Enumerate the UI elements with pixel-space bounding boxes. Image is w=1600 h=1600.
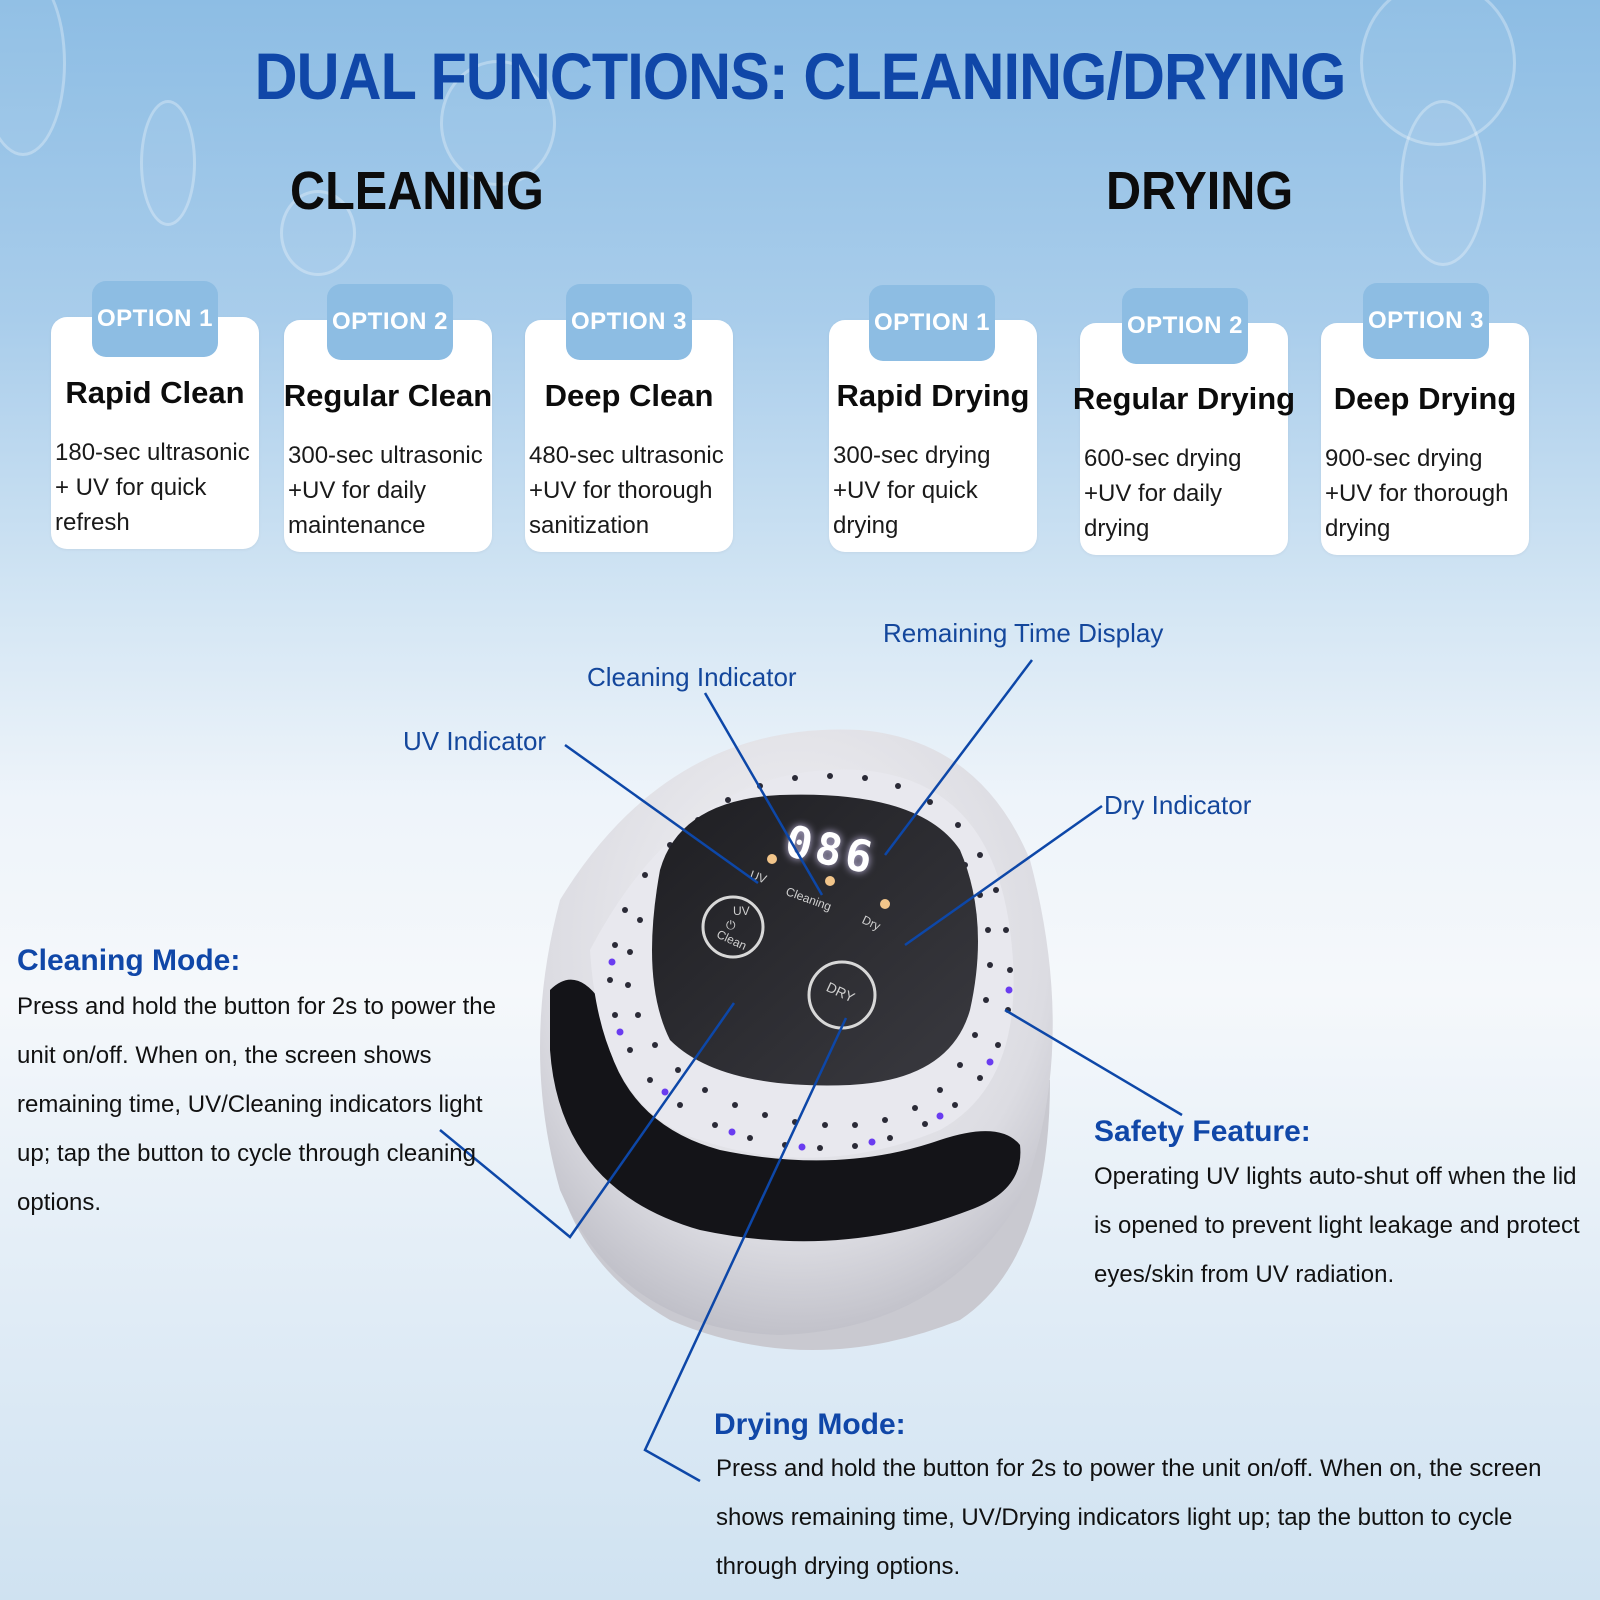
drying-option-card: OPTION 3 Deep Drying 900-sec drying +UV … (1321, 283, 1529, 555)
power-icon: ⏻ (726, 918, 736, 932)
cleaning-mode-title: Cleaning Mode: (17, 944, 241, 977)
option-badge: OPTION 1 (92, 281, 218, 357)
option-description: 480-sec ultrasonic +UV for thorough sani… (529, 442, 724, 539)
option-badge: OPTION 2 (1122, 288, 1248, 364)
background-bubble (280, 190, 356, 276)
uv-clean-button-label-top[interactable]: UV (733, 904, 750, 918)
cleaning-indicator-callout: Cleaning Indicator (587, 662, 797, 692)
option-badge: OPTION 3 (1363, 283, 1489, 359)
option-title: Rapid Clean (65, 375, 245, 410)
background-bubble (140, 100, 196, 226)
page-title: DUAL FUNCTIONS: CLEANING/DRYING (254, 39, 1347, 113)
safety-feature-title: Safety Feature: (1094, 1115, 1311, 1148)
cleaning-option-card: OPTION 1 Rapid Clean 180-sec ultrasonic … (51, 281, 259, 549)
dry-led-icon (880, 899, 890, 909)
option-title: Deep Clean (544, 378, 714, 413)
option-description: 900-sec drying +UV for thorough drying (1325, 445, 1509, 542)
remaining-time-callout: Remaining Time Display (883, 618, 1164, 648)
background-bubble (1400, 100, 1486, 266)
option-description: 300-sec drying +UV for quick drying (833, 442, 991, 539)
cleaning-mode-text: Press and hold the button for 2s to powe… (17, 993, 496, 1216)
cleaning-option-card: OPTION 3 Deep Clean 480-sec ultrasonic +… (525, 284, 733, 552)
option-title: Regular Clean (283, 378, 493, 413)
uv-led-icon (767, 854, 777, 864)
option-description: 180-sec ultrasonic + UV for quick refres… (55, 439, 250, 536)
drying-mode-title: Drying Mode: (714, 1408, 906, 1441)
option-title: Rapid Drying (836, 378, 1030, 413)
cleaning-option-card: OPTION 2 Regular Clean 300-sec ultrasoni… (284, 284, 492, 552)
safety-feature-text: Operating UV lights auto-shut off when t… (1094, 1163, 1580, 1288)
drying-mode-text: Press and hold the button for 2s to powe… (716, 1455, 1542, 1580)
option-description: 600-sec drying +UV for daily drying (1084, 445, 1242, 542)
ultrasonic-cleaner-device: 086 UV Cleaning Dry UV ⏻ Clean DRY (520, 720, 1060, 1380)
option-description: 300-sec ultrasonic +UV for daily mainten… (288, 442, 483, 539)
cleaning-led-icon (825, 876, 835, 886)
device-body-icon (540, 729, 1053, 1350)
uv-indicator-callout: UV Indicator (403, 726, 547, 756)
drying-section-title: DRYING (1106, 161, 1294, 221)
background-bubble (0, 0, 66, 156)
drying-option-card: OPTION 1 Rapid Drying 300-sec drying +UV… (829, 285, 1037, 552)
option-title: Regular Drying (1072, 381, 1296, 416)
drying-option-card: OPTION 2 Regular Drying 600-sec drying +… (1073, 288, 1295, 555)
option-badge: OPTION 3 (566, 284, 692, 360)
option-title: Deep Drying (1333, 381, 1517, 416)
option-badge: OPTION 2 (327, 284, 453, 360)
dry-indicator-callout: Dry Indicator (1104, 790, 1252, 820)
background-bubble (440, 60, 556, 186)
cleaning-section-title: CLEANING (290, 161, 544, 221)
option-badge: OPTION 1 (869, 285, 995, 361)
